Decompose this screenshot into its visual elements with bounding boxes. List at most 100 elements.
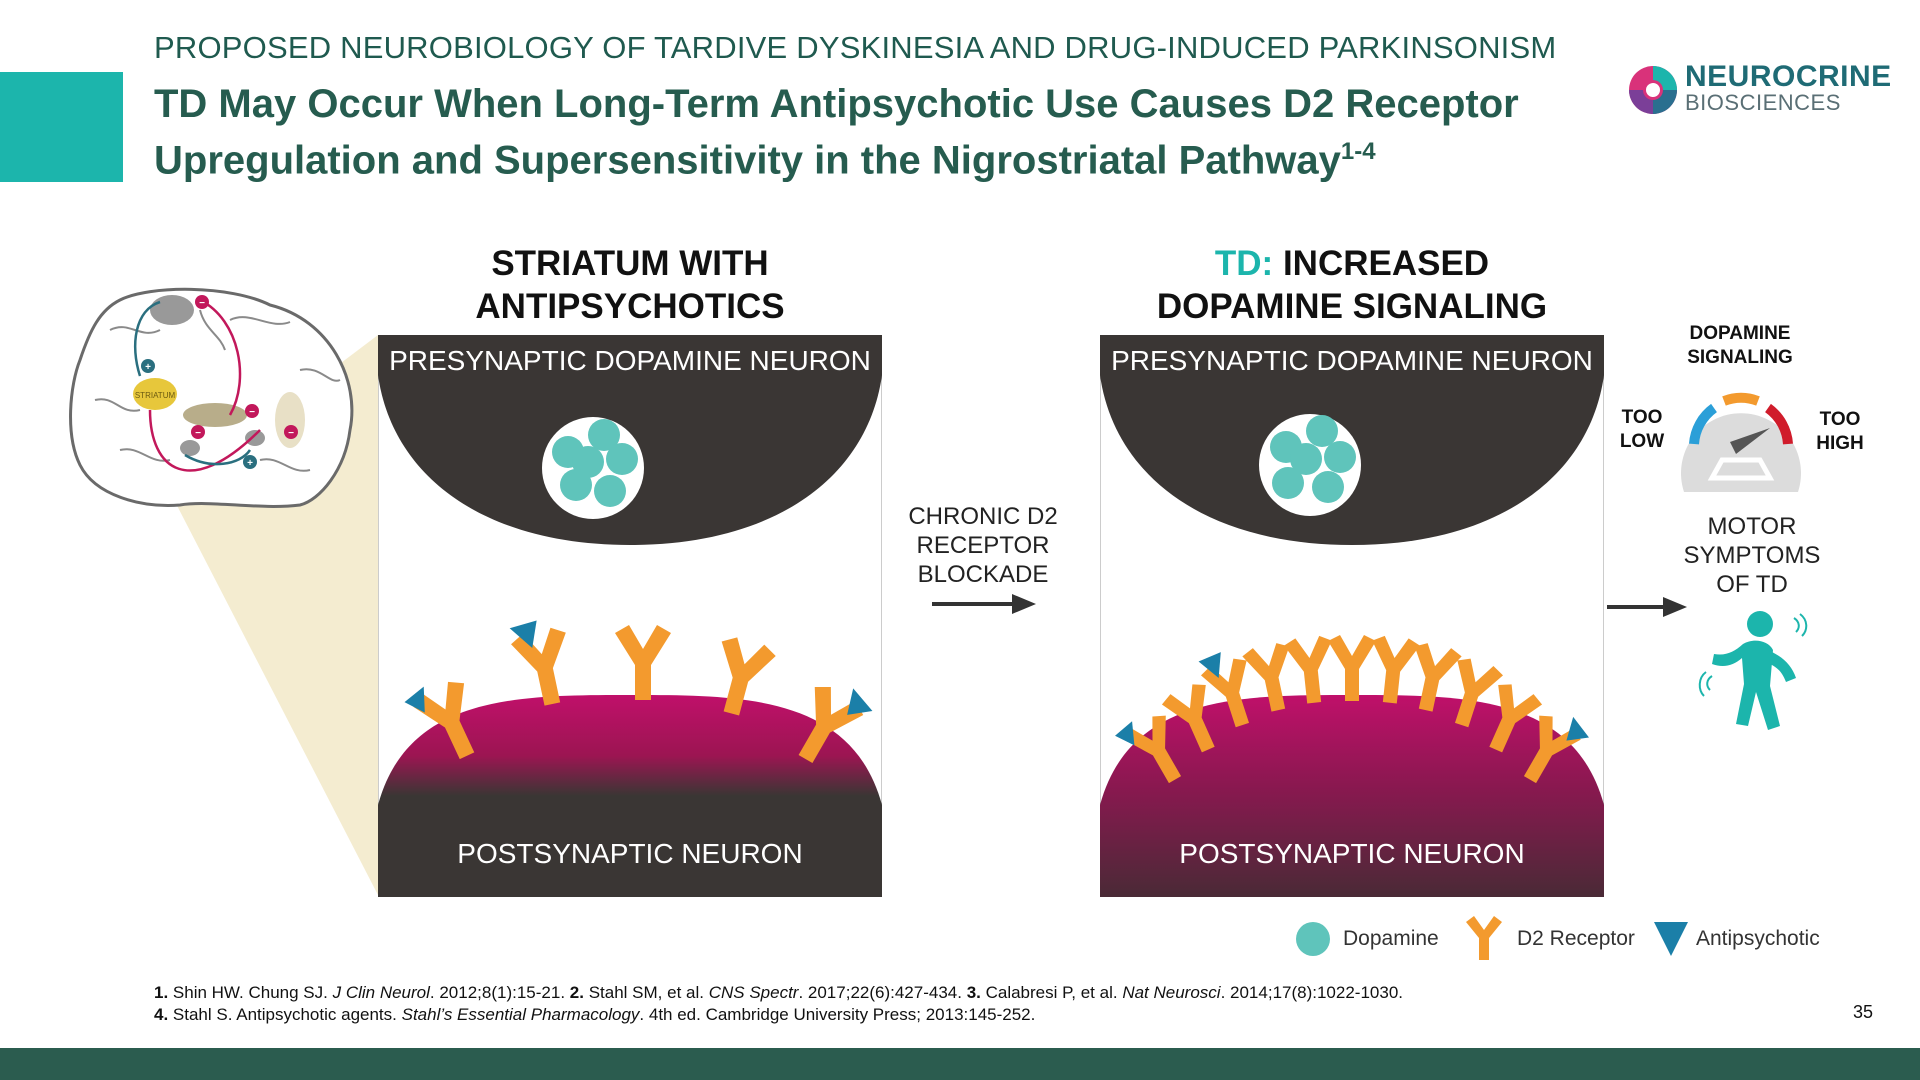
d2-receptor — [615, 625, 671, 700]
gauge-low-label: TOO LOW — [1612, 406, 1672, 454]
pathway-arrow-4 — [184, 449, 252, 466]
striatum-region — [133, 378, 177, 410]
transition-line-1: CHRONIC D2 — [908, 503, 1058, 530]
pathway-arrow-3 — [148, 409, 261, 472]
ref-3-citation: . 2014;17(8):1022-1030. — [1220, 983, 1403, 1002]
left-postsynaptic-neuron — [378, 695, 882, 897]
left-heading-line-1: STRIATUM WITH — [491, 244, 769, 283]
gauge-low-line-2: LOW — [1619, 431, 1665, 452]
reference-line-2: 4. Stahl S. Antipsychotic agents. Stahl’… — [154, 1004, 1403, 1026]
dyskinesia-person-icon — [1698, 611, 1808, 730]
legend-d2-receptor-label: D2 Receptor — [1517, 927, 1635, 950]
striatum-label: STRIATUM — [135, 391, 176, 400]
right-panel-heading: TD: INCREASED DOPAMINE SIGNALING — [1100, 242, 1604, 328]
d2-receptor — [1242, 643, 1290, 712]
neurocrine-logo: NEUROCRINE BIOSCIENCES — [1625, 60, 1895, 120]
gauge-low-line-1: TOO — [1621, 407, 1663, 428]
brain-outline — [69, 287, 354, 508]
logo-subtitle: BIOSCIENCES — [1685, 90, 1841, 115]
brain-region-lobe — [275, 392, 305, 448]
gauge-title-line-2: SIGNALING — [1687, 347, 1793, 368]
ref-4-citation: . 4th ed. Cambridge University Press; 20… — [639, 1005, 1036, 1024]
brain-folds — [94, 309, 341, 472]
d2-receptor — [798, 686, 873, 763]
gauge-high-line-1: TOO — [1819, 409, 1861, 430]
d2-receptor-legend-icon — [1466, 916, 1502, 960]
plus-badge-2 — [243, 455, 257, 469]
left-receptor-group — [404, 620, 873, 763]
d2-receptor — [404, 681, 475, 760]
gauge-title: DOPAMINE SIGNALING — [1665, 322, 1815, 370]
page-number: 35 — [1853, 1002, 1874, 1022]
antipsychotic-molecule — [847, 688, 873, 715]
ref-1-authors: Shin HW. Chung SJ. — [168, 983, 333, 1002]
footer-bar — [0, 1048, 1920, 1080]
svg-text:+: + — [145, 362, 151, 373]
legend-antipsychotic-label: Antipsychotic — [1696, 927, 1820, 950]
svg-text:+: + — [247, 458, 253, 469]
d2-receptor — [1198, 652, 1250, 728]
dopamine-legend-icon — [1296, 922, 1330, 956]
antipsychotic-molecule — [1566, 716, 1589, 741]
minus-badge-3 — [191, 425, 205, 439]
title-superscript: 1-4 — [1340, 138, 1376, 165]
d2-receptor — [509, 620, 566, 706]
dopamine-gauge-icon — [1681, 392, 1801, 492]
pathway-arrow-2 — [199, 298, 242, 416]
left-panel-heading: STRIATUM WITH ANTIPSYCHOTICS — [378, 242, 882, 328]
left-postsynaptic-label: POSTSYNAPTIC NEURON — [457, 838, 803, 869]
ref-1-number: 1. — [154, 983, 169, 1002]
ref-3-number: 3. — [966, 983, 981, 1002]
brain-region-top — [150, 295, 194, 325]
gauge-high-line-2: HIGH — [1816, 433, 1864, 454]
outcome-line-3: OF TD — [1716, 571, 1788, 598]
d2-receptor — [1454, 658, 1504, 728]
references: 1. Shin HW. Chung SJ. J Clin Neurol. 201… — [154, 982, 1403, 1026]
brain-illustration: STRIATUM −+− −−+ — [69, 287, 378, 895]
right-postsynaptic-label: POSTSYNAPTIC NEURON — [1179, 838, 1525, 869]
d2-receptor — [1161, 684, 1215, 753]
brain-region-small-1 — [245, 430, 265, 446]
ref-2-citation: . 2017;22(6):427-434. — [798, 983, 967, 1002]
outcome-arrow-icon — [1607, 597, 1687, 617]
ref-2-number: 2. — [569, 983, 584, 1002]
ref-4-number: 4. — [154, 1005, 169, 1024]
gauge-high-label: TOO HIGH — [1810, 408, 1870, 456]
right-heading-prefix: TD: — [1214, 244, 1274, 283]
plus-badge-1 — [141, 359, 155, 373]
ref-3-authors: Calabresi P, et al. — [980, 983, 1123, 1002]
transition-caption: CHRONIC D2 RECEPTOR BLOCKADE — [888, 502, 1078, 589]
neurocrine-swirl-logo-icon — [1629, 66, 1677, 114]
transition-line-3: BLOCKADE — [917, 561, 1049, 588]
antipsychotic-molecule — [1198, 652, 1221, 679]
right-heading-line-1: INCREASED — [1273, 244, 1490, 283]
accent-block — [0, 72, 123, 182]
legend-dopamine-label: Dopamine — [1343, 927, 1439, 950]
slide-eyebrow: PROPOSED NEUROBIOLOGY OF TARDIVE DYSKINE… — [154, 30, 1557, 65]
outcome-line-1: MOTOR — [1707, 513, 1797, 540]
d2-receptor — [1284, 635, 1332, 704]
svg-text:−: − — [195, 428, 201, 439]
antipsychotic-molecule — [1115, 721, 1135, 746]
right-heading-line-2: DOPAMINE SIGNALING — [1156, 287, 1548, 326]
d2-receptor — [1523, 715, 1589, 784]
right-synapse-panel — [1100, 335, 1604, 897]
motor-symptoms-caption: MOTOR SYMPTOMS OF TD — [1660, 512, 1844, 599]
transition-line-2: RECEPTOR — [916, 532, 1050, 559]
logo-name: NEUROCRINE — [1685, 60, 1892, 93]
left-dopamine-cluster — [552, 419, 638, 507]
d2-receptor — [721, 637, 776, 716]
ref-1-citation: . 2012;8(1):15-21. — [429, 983, 570, 1002]
title-line-1: TD May Occur When Long-Term Antipsychoti… — [154, 82, 1519, 126]
d2-receptor — [1115, 715, 1182, 784]
d2-receptor — [1414, 643, 1462, 712]
svg-text:−: − — [249, 407, 255, 418]
right-receptor-group — [1115, 635, 1589, 784]
pathway-arrow-1 — [133, 300, 161, 377]
svg-text:−: − — [199, 298, 205, 309]
left-synapse-panel — [378, 335, 882, 897]
right-postsynaptic-neuron — [1100, 695, 1604, 897]
outcome-line-2: SYMPTOMS — [1683, 542, 1821, 569]
d2-receptor — [1372, 635, 1420, 704]
ref-1-journal: J Clin Neurol — [332, 983, 430, 1002]
